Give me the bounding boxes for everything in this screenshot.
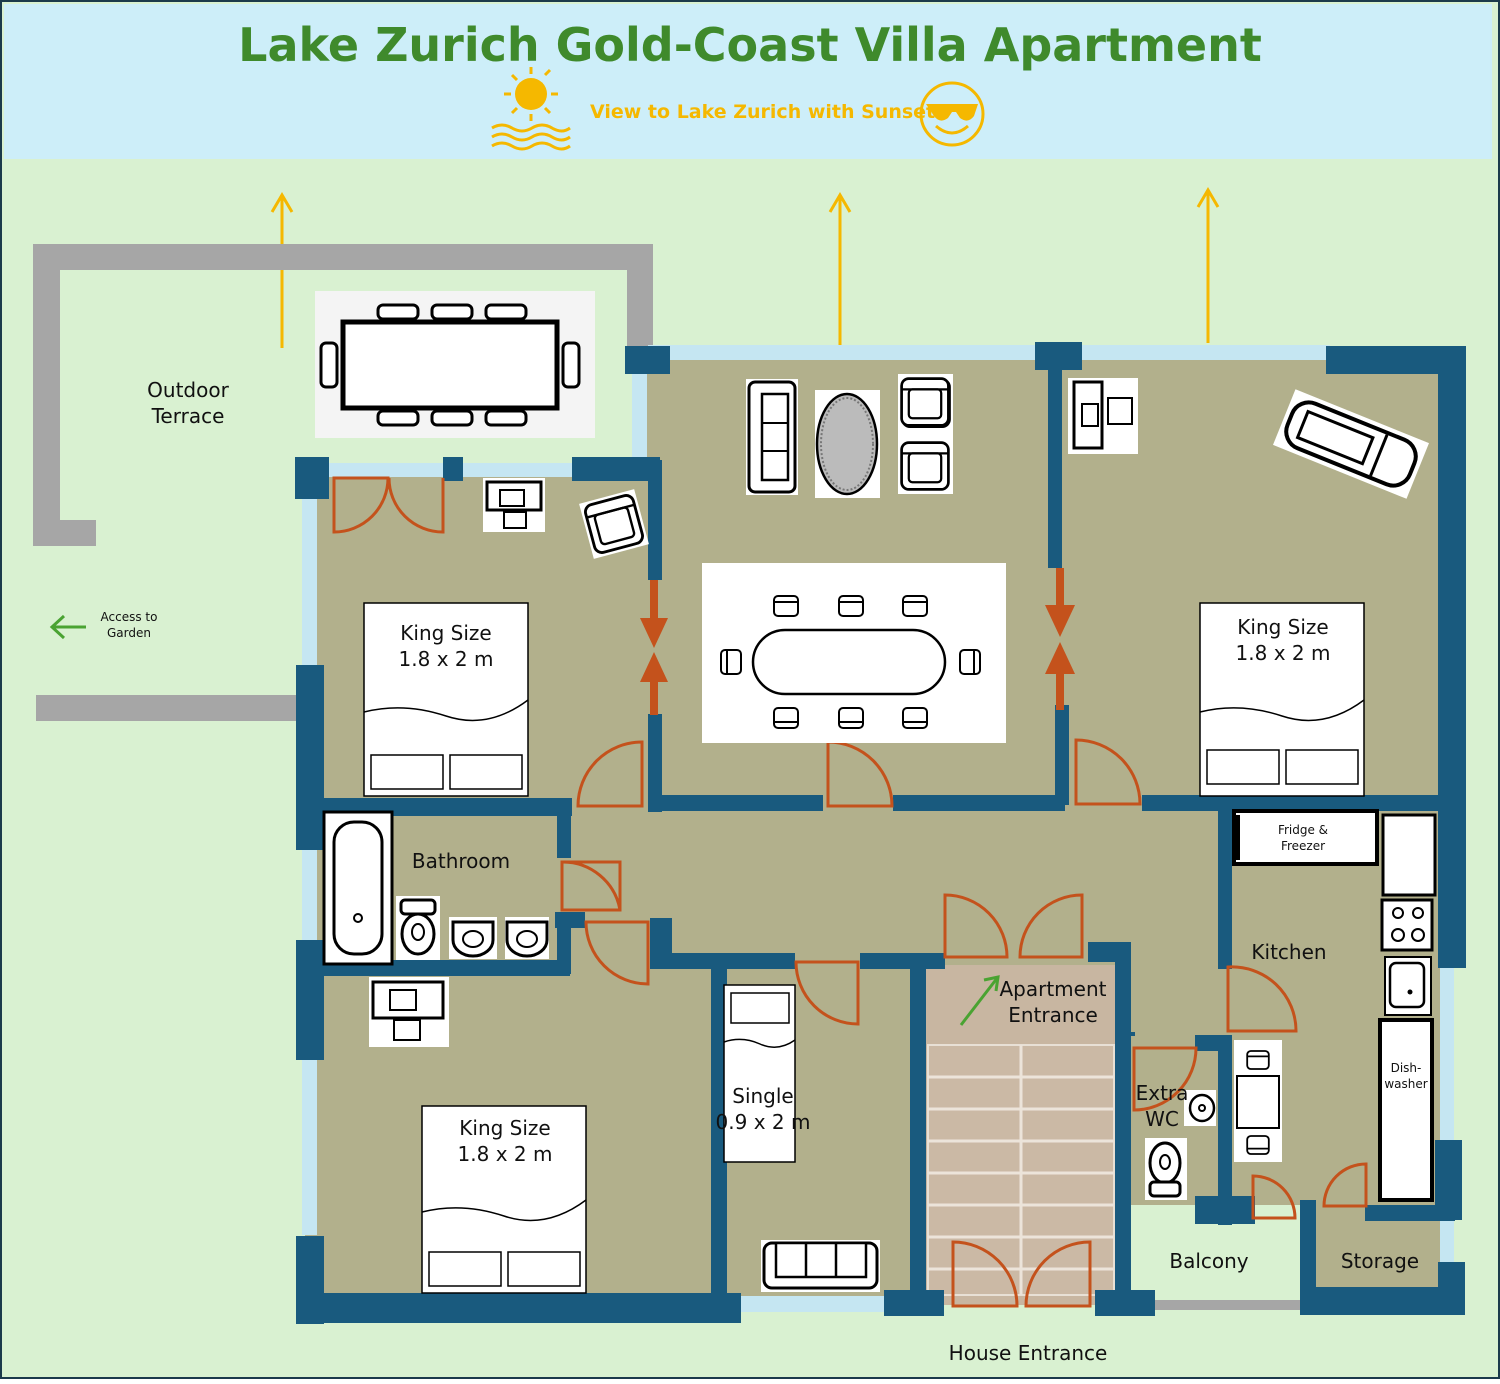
dining-table — [702, 563, 1006, 743]
bed — [421, 1105, 587, 1294]
rug — [815, 390, 880, 498]
terrace-wall — [33, 244, 653, 721]
doors — [332, 476, 1368, 1308]
apartment-entrance-label: Apartment Entrance — [999, 977, 1107, 1027]
single-bed-label: Single 0.9 x 2 m — [715, 1084, 811, 1134]
armchair — [579, 489, 649, 559]
terrace-dining-table — [315, 291, 595, 438]
page-title: Lake Zurich Gold-Coast Villa Apartment — [238, 18, 1262, 72]
stove — [1380, 898, 1434, 952]
house-entrance-label: House Entrance — [948, 1341, 1108, 1365]
extra-wc-label: Extra WC — [1135, 1081, 1189, 1131]
armchair — [900, 441, 950, 491]
desk — [483, 478, 545, 532]
kitchen-label: Kitchen — [1251, 940, 1327, 964]
windows — [302, 345, 1454, 1312]
access-garden-label: Access to Garden — [100, 610, 158, 640]
kitchen-table — [1234, 1040, 1282, 1162]
lounge-chair — [1273, 389, 1429, 499]
fridge-freezer — [1232, 809, 1379, 866]
wc-toilet — [1145, 1138, 1187, 1200]
sink — [449, 917, 549, 959]
bathroom-label: Bathroom — [411, 849, 511, 873]
kitchen-sink — [1384, 956, 1432, 1016]
view-arrows — [270, 187, 1220, 348]
desk — [1068, 378, 1138, 454]
dishwasher-label: Dish- washer — [1384, 1061, 1428, 1091]
storage-label: Storage — [1340, 1249, 1420, 1273]
balcony-area — [1130, 1215, 1300, 1300]
king-bed-label-2: King Size 1.8 x 2 m — [1235, 615, 1331, 665]
bathtub — [322, 810, 394, 966]
armchair — [900, 377, 950, 427]
sofa — [761, 1240, 880, 1292]
toilet — [396, 896, 440, 960]
green-arrows — [49, 614, 1000, 1026]
sofa — [746, 379, 798, 495]
king-bed-label-3: King Size 1.8 x 2 m — [457, 1116, 553, 1166]
page-subtitle: View to Lake Zurich with Sunset — [590, 101, 936, 123]
red-arrows — [640, 568, 1075, 715]
sun-icon — [491, 67, 571, 151]
staircase — [925, 965, 1120, 1305]
walls — [295, 342, 1466, 1324]
outdoor-terrace-label: Outdoor Terrace — [147, 378, 229, 428]
balcony-railing — [1155, 1300, 1300, 1310]
lake-area — [4, 4, 1492, 159]
king-bed-label-1: King Size 1.8 x 2 m — [398, 621, 494, 671]
dishwasher — [1378, 1018, 1434, 1202]
desk — [369, 977, 449, 1047]
counter — [1381, 813, 1437, 897]
fridge-label: Fridge & Freezer — [1277, 823, 1329, 853]
single-bed — [723, 984, 796, 1163]
bed — [1199, 602, 1365, 797]
bed — [363, 602, 529, 797]
balcony-label: Balcony — [1169, 1249, 1249, 1273]
sunglasses-smiley-icon — [919, 81, 985, 147]
wc-sink — [1184, 1090, 1216, 1126]
